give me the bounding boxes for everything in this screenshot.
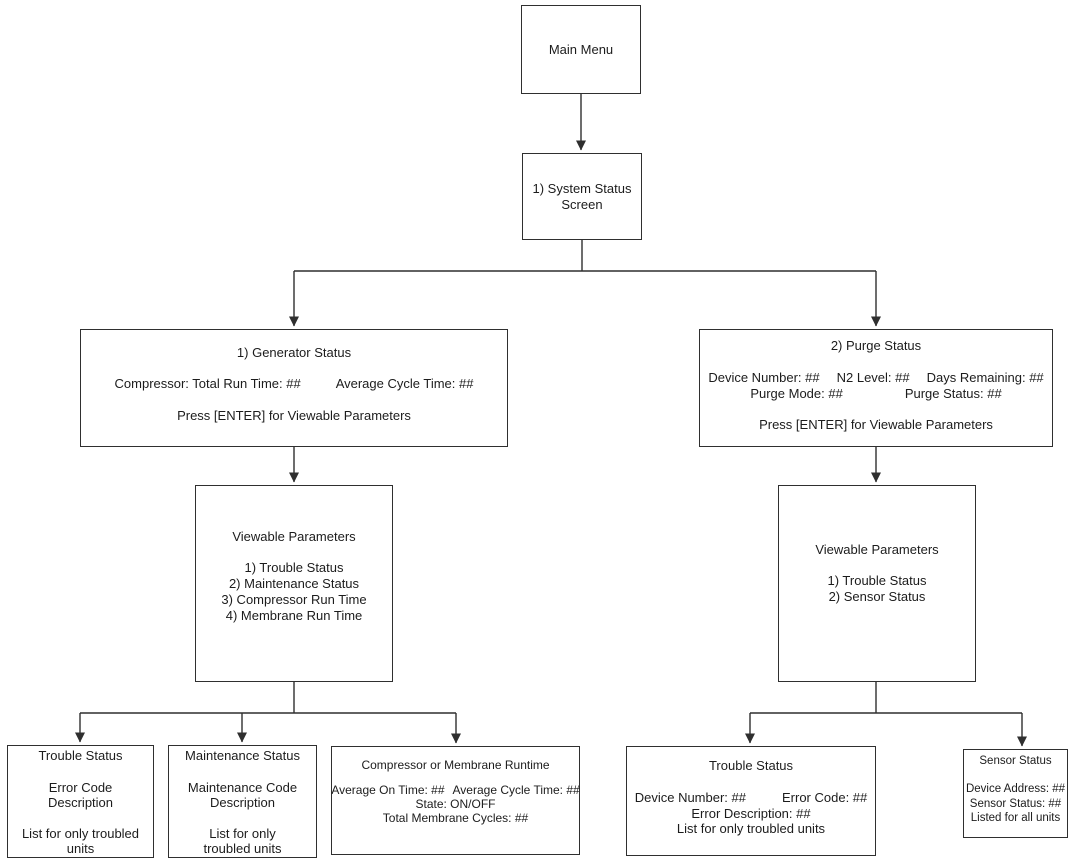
node-maintenance-status: Maintenance Status Maintenance Code Desc… [168, 745, 317, 858]
node-generator-trouble-status: Trouble Status Error Code Description Li… [7, 745, 154, 858]
generator-vp-item-maintenance-status: 2) Maintenance Status [228, 576, 360, 591]
purge-n2-level: N2 Level: ## [836, 370, 910, 385]
runtime-average-cycle-time: Average Cycle Time: ## [452, 783, 580, 797]
generator-vp-item-trouble-status: 1) Trouble Status [244, 560, 344, 575]
generator-trouble-title: Trouble Status [38, 748, 123, 763]
purge-status-row2: Purge Mode: ## Purge Status: ## [750, 386, 1001, 402]
runtime-state: State: ON/OFF [415, 797, 496, 811]
node-compressor-membrane-runtime: Compressor or Membrane Runtime Average O… [331, 746, 580, 855]
purge-trouble-device-number: Device Number: ## [634, 790, 746, 805]
generator-status-action: Press [ENTER] for Viewable Parameters [177, 408, 411, 423]
generator-vp-item-membrane-run-time: 4) Membrane Run Time [225, 608, 363, 623]
generator-trouble-description: Description [47, 795, 114, 810]
runtime-total-membrane-cycles: Total Membrane Cycles: ## [382, 811, 529, 825]
main-menu-label: Main Menu [548, 41, 614, 57]
sensor-status-title: Sensor Status [979, 755, 1052, 767]
purge-days-remaining: Days Remaining: ## [926, 370, 1044, 385]
node-generator-viewable-parameters: Viewable Parameters 1) Trouble Status 2)… [195, 485, 393, 682]
maintenance-status-codes: Maintenance Code Description [188, 780, 297, 811]
purge-trouble-row: Device Number: ## Error Code: ## [635, 790, 868, 806]
purge-trouble-title: Trouble Status [708, 758, 794, 773]
runtime-average-on-time: Average On Time: ## [331, 783, 445, 797]
maintenance-status-note: List for only troubled units [203, 825, 282, 857]
runtime-title: Compressor or Membrane Runtime [361, 758, 550, 772]
purge-vp-title: Viewable Parameters [815, 542, 939, 557]
node-purge-trouble-status: Trouble Status Device Number: ## Error C… [626, 746, 876, 856]
node-sensor-status: Sensor Status Device Address: ## Sensor … [963, 749, 1068, 838]
generator-trouble-codes: Error Code Description [48, 780, 113, 811]
generator-vp-title: Viewable Parameters [232, 529, 356, 544]
generator-trouble-error-code: Error Code [48, 779, 113, 795]
sensor-status-note: Listed for all units [970, 812, 1061, 824]
purge-device-number: Device Number: ## [708, 370, 820, 385]
maintenance-status-title: Maintenance Status [185, 748, 300, 763]
purge-status-row1: Device Number: ## N2 Level: ## Days Rema… [708, 370, 1043, 386]
purge-trouble-error-code: Error Code: ## [782, 790, 868, 805]
node-generator-status: 1) Generator Status Compressor: Total Ru… [80, 329, 508, 447]
purge-status-title: 2) Purge Status [830, 338, 922, 353]
generator-vp-item-compressor-run-time: 3) Compressor Run Time [221, 592, 367, 607]
node-purge-status: 2) Purge Status Device Number: ## N2 Lev… [699, 329, 1053, 447]
generator-status-stats: Compressor: Total Run Time: ## Average C… [115, 376, 474, 392]
purge-vp-items: 1) Trouble Status 2) Sensor Status [828, 573, 927, 605]
node-main-menu: Main Menu [521, 5, 641, 94]
generator-total-run-time: Compressor: Total Run Time: ## [114, 376, 301, 391]
purge-trouble-note: List for only troubled units [676, 821, 826, 836]
purge-mode: Purge Mode: ## [750, 386, 843, 401]
purge-state: Purge Status: ## [904, 386, 1002, 401]
purge-vp-item-trouble-status: 1) Trouble Status [827, 573, 927, 588]
maintenance-description: Description [209, 795, 275, 810]
purge-vp-item-sensor-status: 2) Sensor Status [828, 589, 926, 604]
node-purge-viewable-parameters: Viewable Parameters 1) Trouble Status 2)… [778, 485, 976, 682]
sensor-device-address: Device Address: ## [965, 783, 1066, 795]
generator-trouble-note: List for only troubled units [21, 825, 140, 857]
generator-average-cycle-time: Average Cycle Time: ## [335, 376, 474, 391]
purge-trouble-error-description: Error Description: ## [691, 805, 811, 821]
generator-vp-items: 1) Trouble Status 2) Maintenance Status … [221, 560, 366, 624]
sensor-status-value: Sensor Status: ## [969, 797, 1062, 810]
maintenance-code: Maintenance Code [187, 779, 298, 795]
generator-status-title: 1) Generator Status [236, 345, 352, 360]
purge-status-action: Press [ENTER] for Viewable Parameters [759, 417, 993, 432]
system-status-label: 1) System Status Screen [532, 180, 632, 212]
sensor-status-lines: Device Address: ## Sensor Status: ## Lis… [966, 782, 1065, 826]
node-system-status-screen: 1) System Status Screen [522, 153, 642, 240]
runtime-stats: Average On Time: ## Average Cycle Time: … [331, 783, 579, 797]
